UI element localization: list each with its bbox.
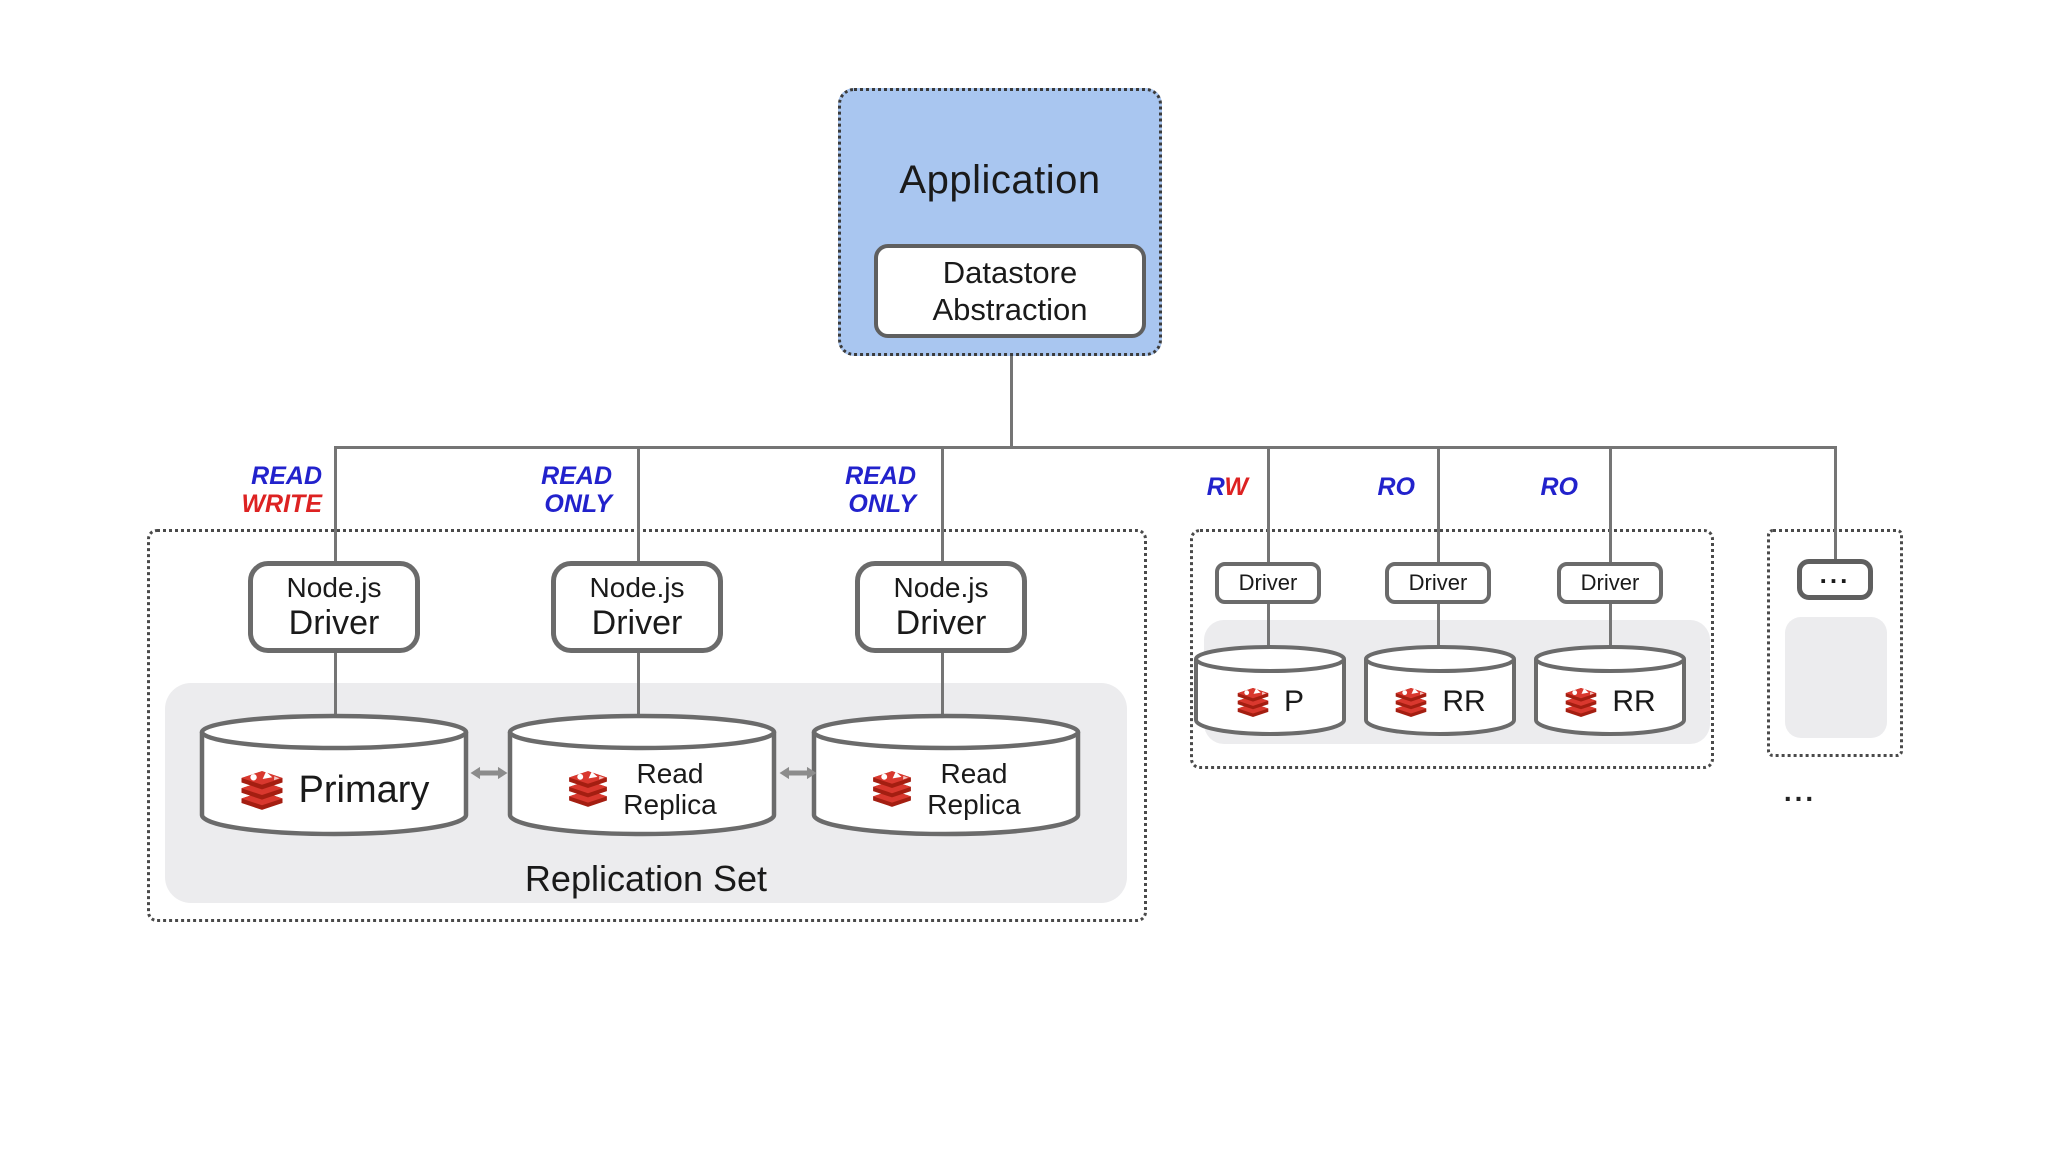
label-ro-1: RO bbox=[1377, 473, 1416, 501]
nodejs-label: Node.js bbox=[893, 572, 989, 603]
branch-line-ro-2 bbox=[1609, 446, 1612, 564]
redis-database-icon bbox=[871, 770, 913, 808]
replication-set-container bbox=[147, 529, 1147, 922]
shard-primary-cylinder: P bbox=[1192, 644, 1348, 740]
redis-database-icon bbox=[1394, 687, 1428, 718]
more-shards-panel bbox=[1785, 617, 1887, 738]
shard-driver-box-3: Driver bbox=[1557, 562, 1663, 604]
shard-replica-label: RR bbox=[1442, 685, 1486, 718]
label-read: READ bbox=[541, 462, 612, 490]
branch-line-more bbox=[1834, 446, 1837, 560]
driver-to-rr2-line bbox=[1609, 602, 1612, 648]
nodejs-label: Node.js bbox=[286, 572, 382, 603]
shard-replica-label: RR bbox=[1612, 685, 1656, 718]
label-ro-2: RO bbox=[1540, 473, 1579, 501]
shard-driver-box-2: Driver bbox=[1385, 562, 1491, 604]
label-only: ONLY bbox=[848, 490, 916, 518]
datastore-abstraction-line2: Abstraction bbox=[932, 292, 1088, 327]
primary-label: Primary bbox=[298, 768, 430, 811]
primary-database-cylinder: Primary bbox=[198, 712, 470, 838]
label-read-only-2: READ ONLY bbox=[766, 462, 916, 518]
more-shards-ellipsis: ... bbox=[1783, 776, 1817, 807]
read-replica-label: Read Replica bbox=[623, 758, 717, 820]
bidirectional-sync-arrow-icon bbox=[470, 765, 508, 781]
read-replica-cylinder-1: Read Replica bbox=[506, 712, 778, 838]
bus-line bbox=[335, 446, 1837, 449]
driver-label: Driver bbox=[288, 604, 380, 642]
branch-line-rw bbox=[1267, 446, 1270, 564]
driver-label: Driver bbox=[1408, 570, 1468, 595]
label-read: READ bbox=[251, 462, 322, 490]
label-read: READ bbox=[845, 462, 916, 490]
branch-line-read-write bbox=[334, 446, 337, 562]
driver-label: Driver bbox=[591, 604, 683, 642]
replication-set-title: Replication Set bbox=[524, 858, 768, 899]
driver-to-p-line bbox=[1267, 602, 1270, 648]
label-only: ONLY bbox=[544, 490, 612, 518]
redis-database-icon bbox=[239, 770, 285, 811]
application-title: Application bbox=[899, 158, 1101, 202]
driver-label: Driver bbox=[1580, 570, 1640, 595]
app-to-bus-line bbox=[1010, 336, 1013, 448]
label-read-only-1: READ ONLY bbox=[462, 462, 612, 518]
driver-to-rr1-line bbox=[1437, 602, 1440, 648]
shard-replica-cylinder-2: RR bbox=[1532, 644, 1688, 740]
label-write: WRITE bbox=[241, 490, 322, 518]
driver-to-replica2-line bbox=[941, 651, 944, 715]
branch-line-read-only-2 bbox=[941, 446, 944, 562]
read-replica-cylinder-2: Read Replica bbox=[810, 712, 1082, 838]
redis-database-icon bbox=[1564, 687, 1598, 718]
driver-label: Driver bbox=[1238, 570, 1298, 595]
label-rw-w: W bbox=[1224, 473, 1248, 501]
driver-to-replica1-line bbox=[637, 651, 640, 715]
nodejs-label: Node.js bbox=[589, 572, 685, 603]
shard-primary-label: P bbox=[1283, 685, 1304, 718]
driver-label: Driver bbox=[895, 604, 987, 642]
redis-database-icon bbox=[567, 770, 609, 808]
branch-line-read-only-1 bbox=[637, 446, 640, 562]
more-shards-box: ... bbox=[1797, 559, 1873, 600]
nodejs-driver-box-3: Node.js Driver bbox=[855, 561, 1027, 653]
bidirectional-sync-arrow-icon bbox=[779, 765, 817, 781]
datastore-abstraction-line1: Datastore bbox=[942, 255, 1078, 290]
nodejs-driver-box-1: Node.js Driver bbox=[248, 561, 420, 653]
label-rw-r: R bbox=[1206, 473, 1225, 501]
label-read-write: READ WRITE bbox=[172, 462, 322, 518]
nodejs-driver-box-2: Node.js Driver bbox=[551, 561, 723, 653]
read-replica-label: Read Replica bbox=[927, 758, 1021, 820]
driver-to-primary-line bbox=[334, 651, 337, 715]
datastore-abstraction-box: Datastore Abstraction bbox=[874, 244, 1146, 338]
redis-database-icon bbox=[1236, 687, 1270, 718]
shard-driver-box-1: Driver bbox=[1215, 562, 1321, 604]
label-rw: RW bbox=[1148, 473, 1248, 501]
branch-line-ro-1 bbox=[1437, 446, 1440, 564]
shard-replica-cylinder-1: RR bbox=[1362, 644, 1518, 740]
shard-set-container bbox=[1190, 529, 1714, 769]
